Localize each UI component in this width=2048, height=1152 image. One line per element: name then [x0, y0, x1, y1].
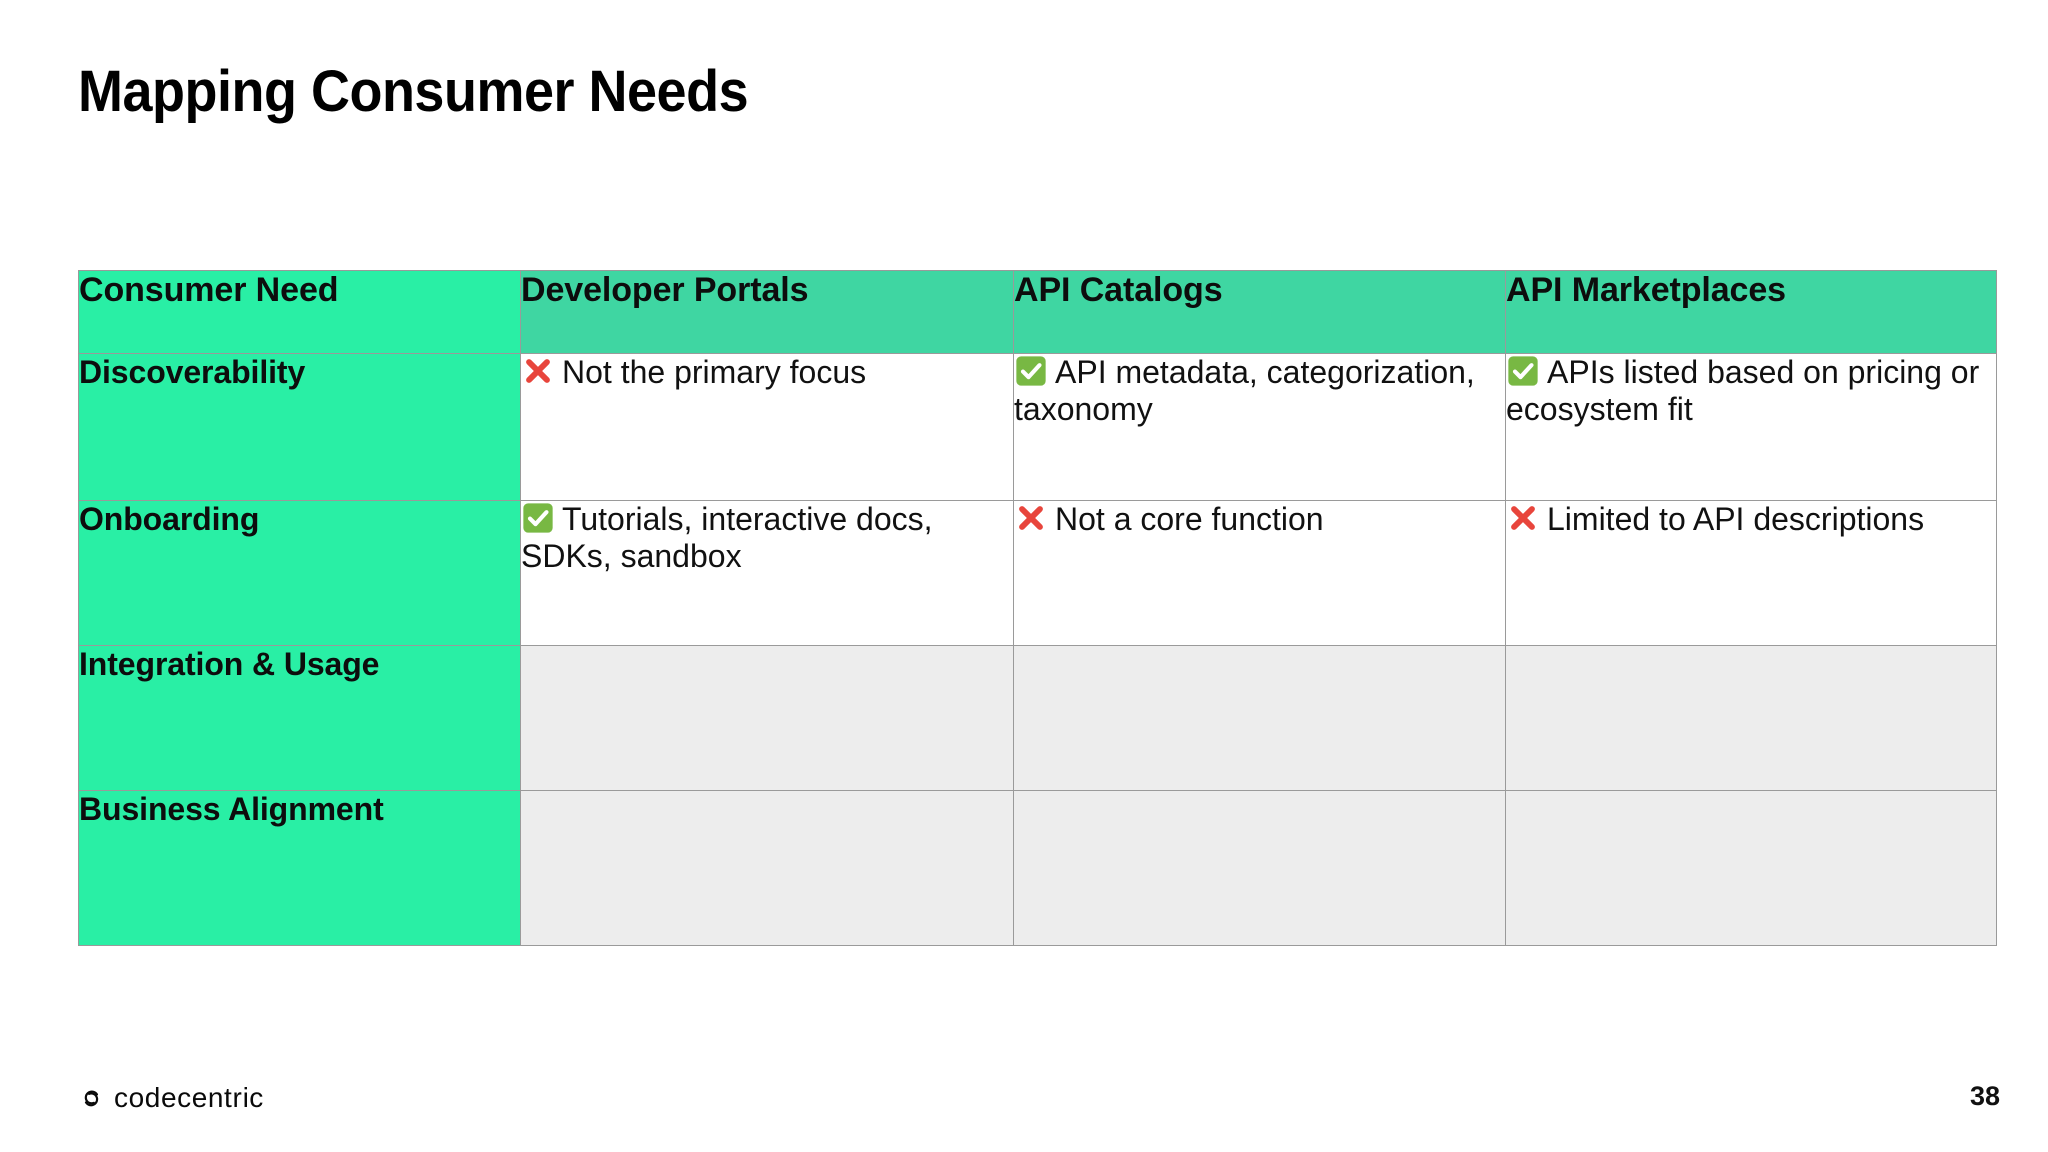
table-cell: Tutorials, interactive docs, SDKs, sandb…	[520, 500, 1014, 646]
consumer-needs-table: Consumer Need Developer Portals API Cata…	[78, 270, 1997, 946]
table-header: Consumer Need Developer Portals API Cata…	[78, 270, 1997, 354]
empty-cell	[1505, 645, 1997, 791]
table-row: Discoverability Not the primary focus API …	[78, 353, 1997, 501]
column-header-api-catalogs: API Catalogs	[1013, 270, 1506, 354]
row-label-cell: Business Alignment	[78, 790, 521, 946]
cell-text: Not a core function	[1055, 501, 1324, 537]
consumer-needs-table-wrapper: Consumer Need Developer Portals API Cata…	[78, 270, 1997, 946]
table-cell: Limited to API descriptions	[1505, 500, 1997, 646]
table-cell: Not the primary focus	[520, 353, 1014, 501]
check-icon	[1506, 354, 1540, 388]
cell-text: API metadata, categorization, taxonomy	[1014, 354, 1475, 428]
empty-cell	[520, 790, 1014, 946]
empty-cell	[520, 645, 1014, 791]
table-row: Business Alignment	[78, 790, 1997, 946]
cross-icon	[1014, 501, 1048, 535]
table-header-row: Consumer Need Developer Portals API Cata…	[78, 270, 1997, 354]
table-cell: APIs listed based on pricing or ecosyste…	[1505, 353, 1997, 501]
row-label-cell: Discoverability	[78, 353, 521, 501]
page-number: 38	[1969, 1081, 2000, 1111]
row-label-cell: Onboarding	[78, 500, 521, 646]
codecentric-logo: codecentric	[78, 1082, 264, 1114]
table-row: Integration & Usage	[78, 645, 1997, 791]
page-title: Mapping Consumer Needs	[78, 59, 749, 124]
column-header-developer-portals: Developer Portals	[520, 270, 1014, 354]
table-cell: API metadata, categorization, taxonomy	[1013, 353, 1506, 501]
cell-text: Not the primary focus	[562, 354, 867, 390]
codecentric-wordmark: codecentric	[114, 1082, 264, 1113]
empty-cell	[1505, 790, 1997, 946]
column-header-consumer-need: Consumer Need	[78, 270, 521, 354]
check-icon	[521, 501, 555, 535]
cell-text: Tutorials, interactive docs, SDKs, sandb…	[521, 501, 933, 575]
cross-icon	[1506, 501, 1540, 535]
row-label-cell: Integration & Usage	[78, 645, 521, 791]
table-cell: Not a core function	[1013, 500, 1506, 646]
cross-icon	[521, 354, 555, 388]
check-icon	[1014, 354, 1048, 388]
cell-text: Limited to API descriptions	[1547, 501, 1925, 537]
cell-text: APIs listed based on pricing or ecosyste…	[1506, 354, 1980, 428]
codecentric-swirl-icon	[78, 1085, 105, 1112]
empty-cell	[1013, 645, 1506, 791]
empty-cell	[1013, 790, 1506, 946]
table-body: Discoverability Not the primary focus API …	[78, 353, 1997, 946]
column-header-api-marketplaces: API Marketplaces	[1505, 270, 1997, 354]
